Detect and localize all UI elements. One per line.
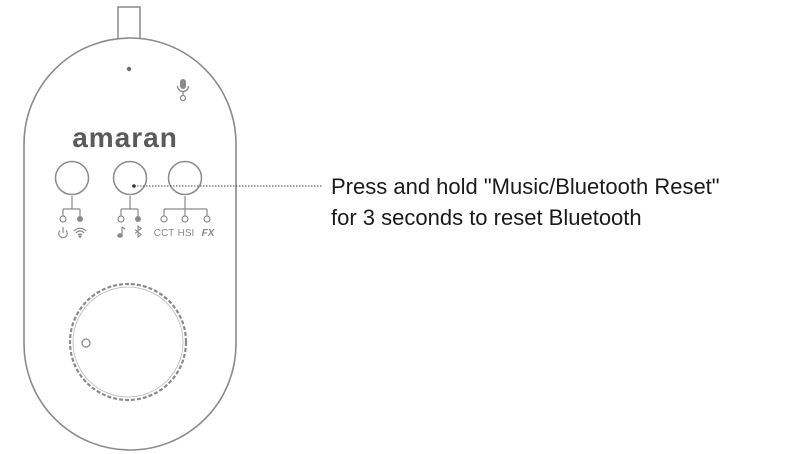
instruction-line-2: for 3 seconds to reset Bluetooth [331, 205, 642, 230]
led-bluetooth [135, 216, 141, 222]
instruction-line-1: Press and hold "Music/Bluetooth Reset" [331, 174, 720, 199]
power-wifi-button[interactable] [54, 160, 90, 196]
wifi-icon [73, 227, 87, 238]
led-fx [203, 215, 211, 223]
music-bluetooth-reset-button[interactable] [112, 160, 148, 196]
led-cct [160, 215, 168, 223]
button-connectors [62, 196, 208, 216]
brand-logo: amaran [72, 122, 178, 153]
instruction-callout: Press and hold "Music/Bluetooth Reset" f… [331, 171, 791, 233]
led-music [117, 215, 125, 223]
knob-marker [81, 338, 91, 348]
bluetooth-icon [134, 224, 142, 239]
led-wifi [77, 216, 83, 222]
label-fx: FX [202, 228, 216, 239]
microphone-icon [176, 79, 190, 102]
label-cct: CCT [154, 228, 175, 239]
music-note-icon [117, 226, 126, 238]
control-knob[interactable] [68, 282, 188, 402]
knob-inner-ring [72, 286, 184, 398]
label-hsi: HSI [178, 228, 195, 239]
indicator-dot [126, 66, 132, 72]
power-icon [58, 227, 68, 239]
led-power [59, 215, 67, 223]
mode-button[interactable] [167, 160, 203, 196]
callout-leader-dot [132, 184, 136, 188]
led-hsi [181, 215, 189, 223]
